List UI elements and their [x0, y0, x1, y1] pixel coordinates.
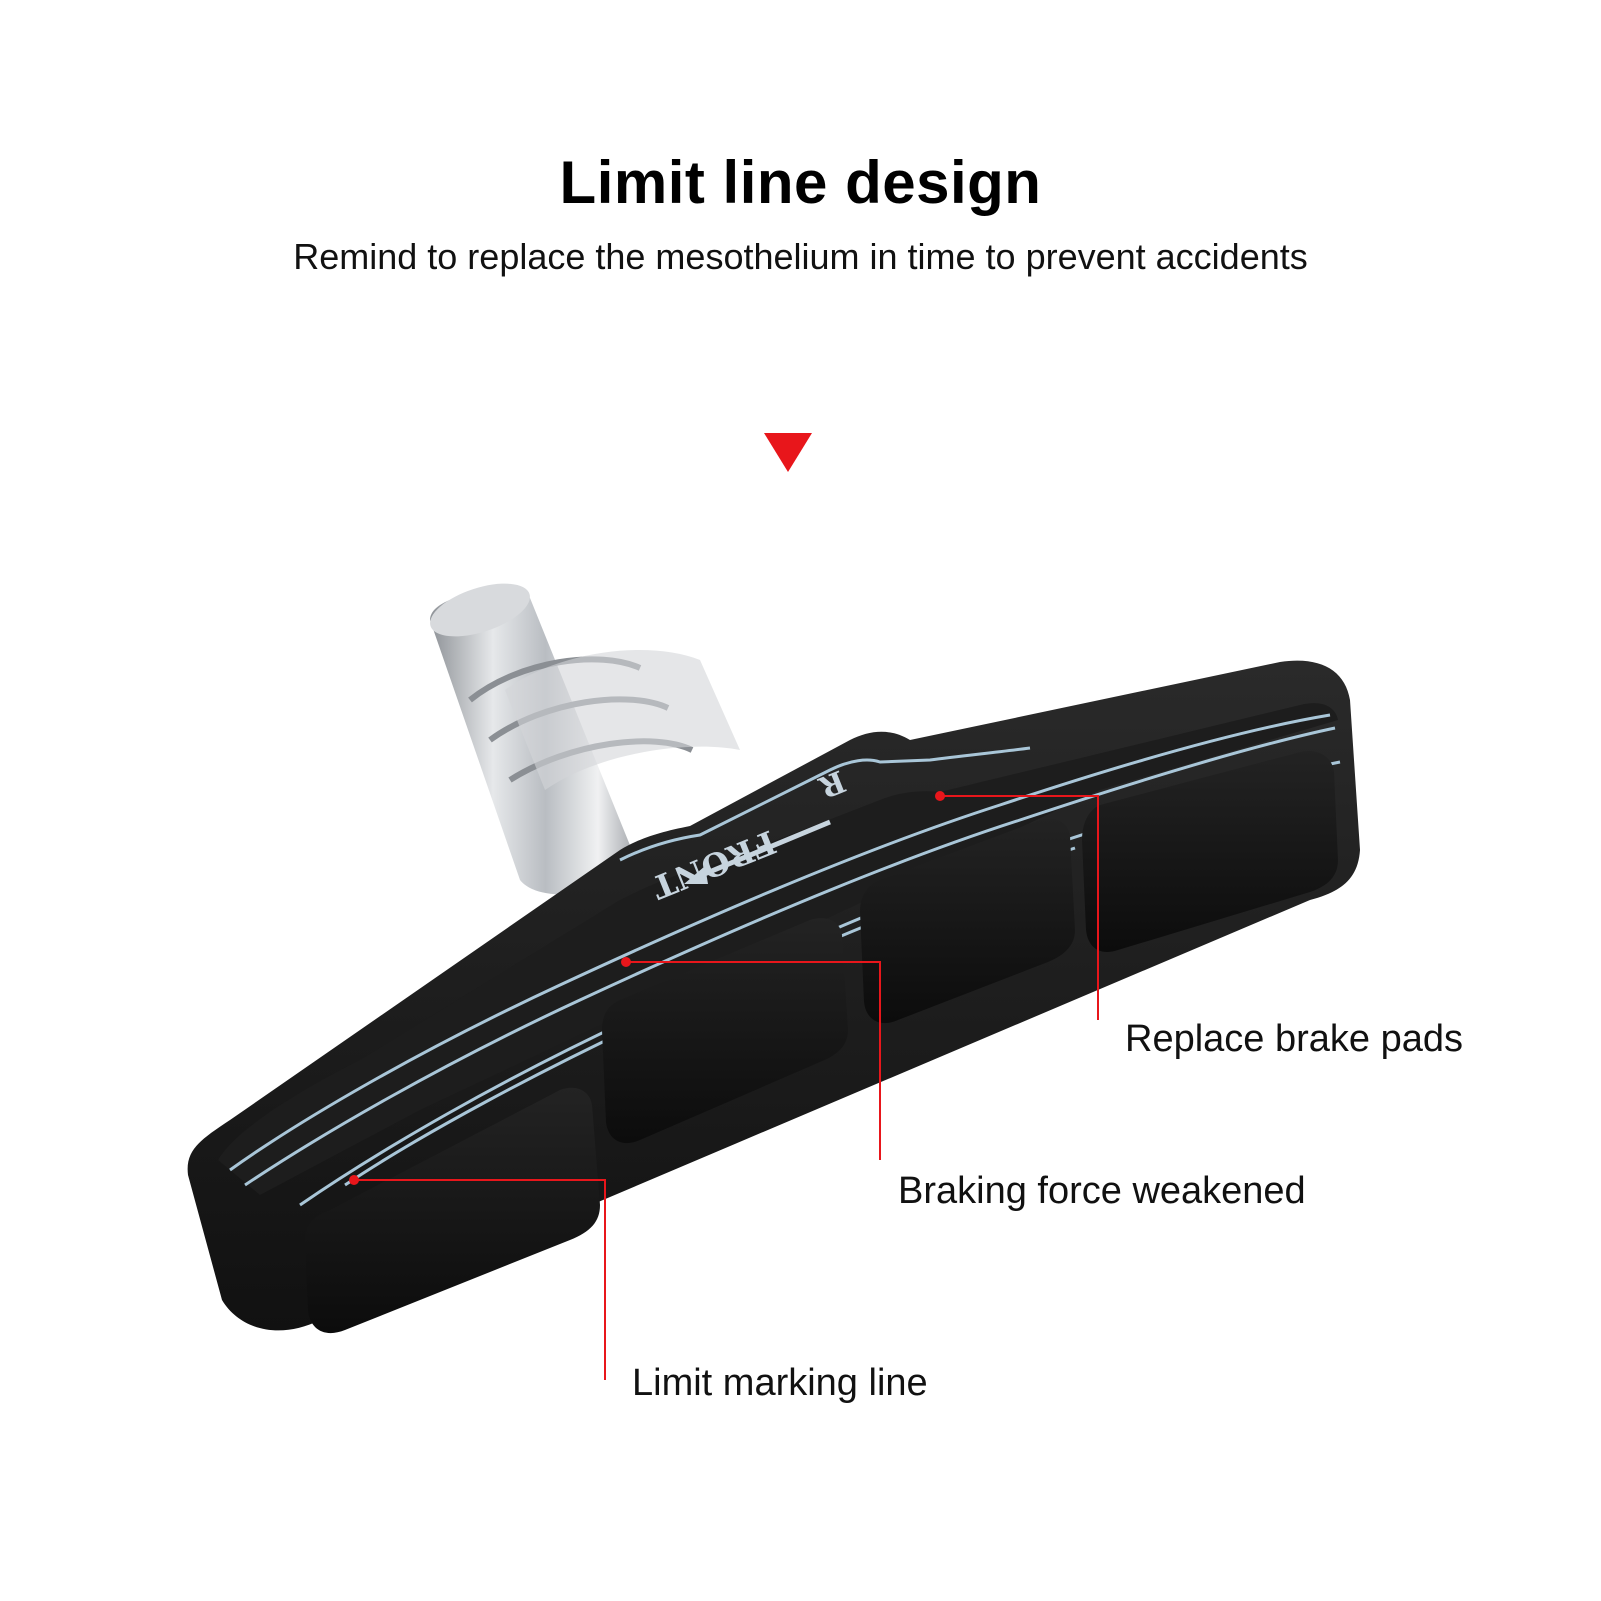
metal-post	[430, 583, 740, 895]
callout-limit-marking-line: Limit marking line	[632, 1362, 928, 1404]
callout-replace-brake-pads: Replace brake pads	[1125, 1018, 1463, 1060]
page-title: Limit line design	[559, 149, 1042, 216]
friction-blocks	[305, 750, 1338, 1334]
brake-pad: FRONT R	[187, 660, 1360, 1334]
callout-braking-force-weakened: Braking force weakened	[898, 1170, 1306, 1212]
page-subtitle: Remind to replace the mesothelium in tim…	[293, 236, 1308, 277]
callout-dots	[349, 791, 945, 1185]
callout-lines	[354, 795, 1099, 1380]
triangle-down-icon	[764, 433, 812, 472]
